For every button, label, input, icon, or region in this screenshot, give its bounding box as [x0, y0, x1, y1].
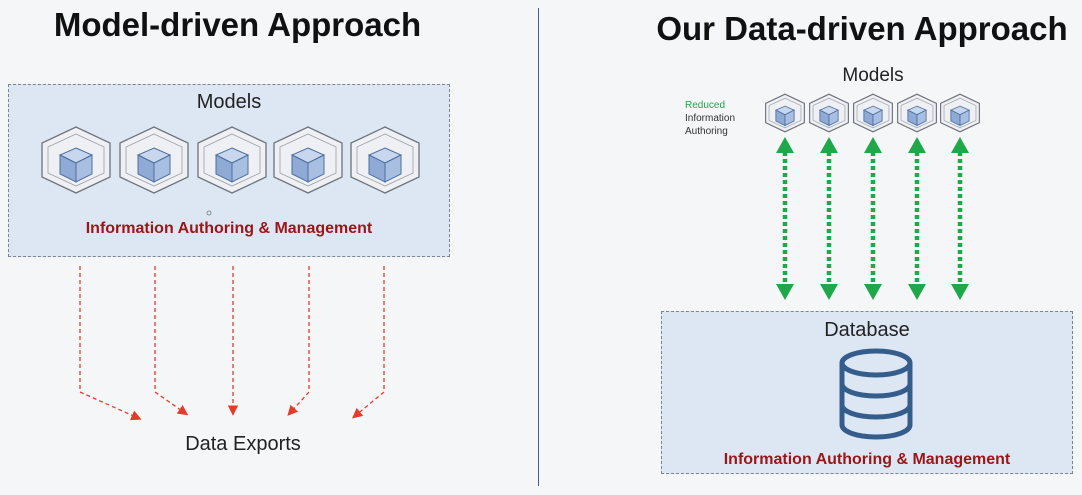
data-exports-label: Data Exports: [185, 433, 301, 455]
model-icon-4: [273, 126, 343, 194]
export-arrow-5: [351, 266, 385, 419]
left-management-label: Information Authoring & Management: [85, 220, 373, 237]
right-management-label: Information Authoring & Management: [723, 451, 1011, 468]
export-arrow-2: [154, 266, 189, 416]
center-divider: [538, 8, 539, 486]
note-line-2: Information: [685, 113, 736, 124]
sync-arrow-4: [908, 137, 926, 300]
small-model-icon-4: [897, 93, 937, 133]
export-arrow-4: [287, 266, 310, 416]
small-model-icon-2: [809, 93, 849, 133]
reduced-authoring-note: Reduced Information Authoring: [685, 99, 735, 138]
right-title: Our Data-driven Approach: [656, 10, 1068, 47]
sync-arrow-2: [820, 137, 838, 300]
model-icon-5: [350, 126, 420, 194]
small-model-icon-3: [853, 93, 893, 133]
right-models-label: Models: [842, 65, 904, 86]
small-model-icon-1: [765, 93, 805, 133]
model-icon-1: [41, 126, 111, 194]
model-icon-2: [119, 126, 189, 194]
sync-arrow-3: [864, 137, 882, 300]
note-line-3: Authoring: [685, 126, 728, 137]
sync-arrow-1: [776, 137, 794, 300]
sync-arrow-5: [951, 137, 969, 300]
small-model-icon-5: [940, 93, 980, 133]
database-label: Database: [824, 319, 910, 341]
export-arrow-1: [79, 266, 142, 421]
note-line-1: Reduced: [685, 100, 726, 111]
model-icon-3: [197, 126, 267, 194]
small-dot: [206, 210, 212, 216]
left-title: Model-driven Approach: [53, 6, 422, 43]
database-box: [661, 311, 1073, 474]
models-box-label: Models: [196, 91, 262, 113]
